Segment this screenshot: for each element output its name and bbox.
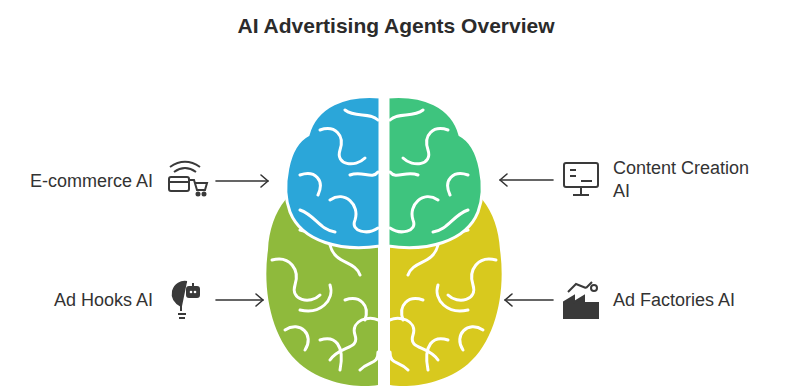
brain-folds	[390, 110, 468, 232]
leader-arrow	[505, 294, 553, 306]
bulb-robot-icon	[173, 282, 199, 318]
leader-arrow	[500, 174, 553, 186]
leader-arrow	[216, 294, 263, 306]
brain-lobe	[388, 97, 482, 248]
brain-folds	[300, 110, 378, 232]
agent-label: Content Creation AI	[613, 157, 763, 203]
agent-label: Ad Factories AI	[613, 289, 763, 312]
factory-icon	[564, 282, 598, 318]
ecommerce-icon	[169, 162, 207, 196]
agent-label: Ad Hooks AI	[54, 289, 153, 312]
agent-label: E-commerce AI	[30, 170, 153, 193]
diagram-title: AI Advertising Agents Overview	[0, 14, 792, 38]
monitor-icon	[564, 163, 598, 195]
brain-folds	[272, 230, 378, 370]
leader-arrow	[216, 175, 268, 187]
brain-folds	[390, 230, 496, 370]
brain-lobe	[286, 97, 380, 248]
